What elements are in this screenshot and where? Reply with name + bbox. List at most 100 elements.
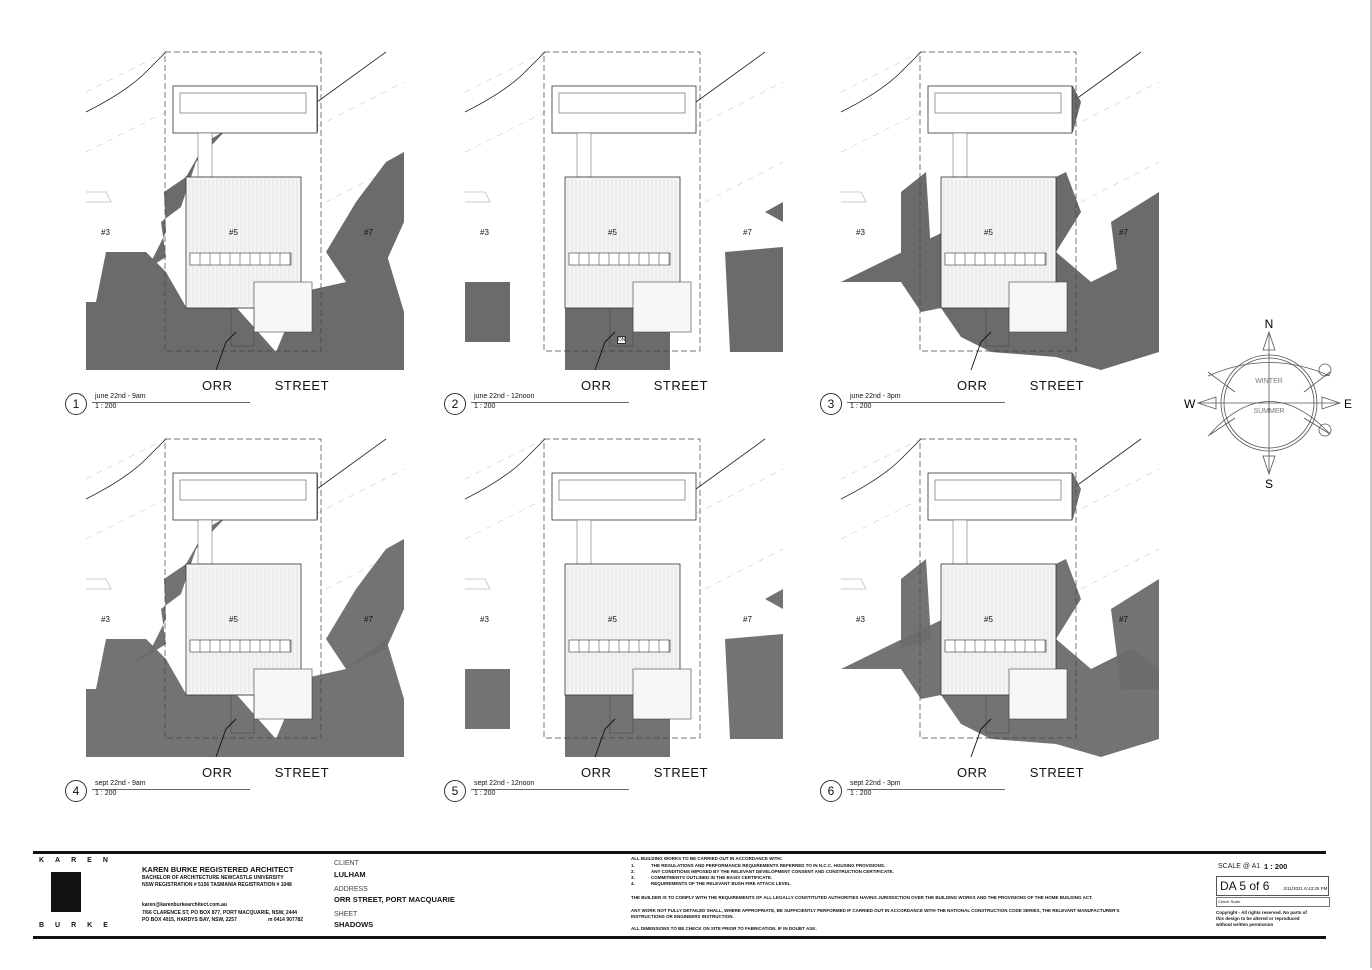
note-text: REQUIREMENTS OF THE RELEVANT BUSH FIRE A…	[651, 881, 791, 886]
entry-stairs	[609, 694, 634, 734]
stairs	[952, 132, 968, 178]
diagram-scale: 1 : 200	[850, 403, 872, 410]
contour-line	[840, 438, 922, 500]
shadow-area	[126, 130, 226, 282]
entry-stairs	[985, 694, 1010, 734]
lot-label-5: #5	[608, 615, 617, 624]
compass-sun-path-diagram: N S E W WINTER SUMMER	[1184, 317, 1352, 491]
shadow-area	[1111, 192, 1159, 302]
diagram-number: 6	[820, 780, 842, 802]
shadow-diagram-1: #3 #5 #7 ORR STREET 1 june 22nd - 9am 1 …	[65, 51, 416, 422]
diagram-caption: sept 22nd - 3pm	[850, 780, 901, 787]
pool	[934, 92, 1062, 114]
any-work-note-2: INSTRUCTIONS OR ENGINEERS INSTRUCTION.	[631, 914, 734, 919]
diagram-caption: sept 22nd - 9am	[95, 780, 146, 787]
title-block: KAREN BURKE KAREN BURKE REGISTERED ARCHI…	[33, 851, 1330, 939]
pool	[558, 479, 686, 501]
copyright-1: Copyright - All rights reserved. No part…	[1216, 910, 1307, 915]
print-date: 2/11/2021 6:43:25 PM	[1283, 886, 1328, 891]
solar-panels	[189, 252, 292, 266]
compass-south-label: S	[1265, 477, 1273, 491]
lot-label-5: #5	[984, 615, 993, 624]
street-label: ORR STREET	[581, 378, 709, 393]
sheet-number: DA 5 of 6	[1220, 879, 1270, 893]
karen-burke-logo	[51, 872, 81, 912]
entry-stairs	[985, 307, 1010, 347]
caption-line	[471, 789, 629, 790]
contour-line	[316, 51, 387, 103]
diagram-number: 2	[444, 393, 466, 415]
note-text: THE REGULATIONS AND PERFORMANCE REQUIREM…	[651, 863, 886, 868]
pool-deck	[927, 85, 1073, 134]
logo-karen: KAREN	[39, 857, 119, 864]
shadow-area	[765, 589, 783, 609]
email: karen@karenburkearchitect.com.au	[142, 902, 227, 908]
site-plan	[840, 51, 1160, 371]
contour-line	[695, 51, 766, 103]
shadow-area	[126, 517, 226, 669]
lot-label-7: #7	[364, 615, 373, 624]
contour-line	[840, 51, 922, 113]
shadow-area	[326, 539, 404, 669]
diagram-scale: 1 : 200	[474, 790, 496, 797]
property-boundary	[164, 438, 322, 739]
diagram-number: 4	[65, 780, 87, 802]
property-boundary	[543, 438, 701, 739]
lot-label-3: #3	[856, 615, 865, 624]
diagram-number: 5	[444, 780, 466, 802]
pool-deck	[172, 472, 318, 521]
lot-label-3: #3	[101, 228, 110, 237]
shadow-diagram-2: #3 #5 #7 DN ORR STREET 2 june 22nd - 12n…	[444, 51, 795, 422]
down-label: DN	[617, 336, 627, 344]
note-number: 2.	[631, 869, 635, 874]
shadow-diagram-3: #3 #5 #7 ORR STREET 3 june 22nd - 3pm 1 …	[820, 51, 1171, 422]
street-label: ORR STREET	[957, 378, 1085, 393]
sheet-number-box: DA 5 of 6 2/11/2021 6:43:25 PM	[1216, 876, 1329, 896]
address-value: ORR STREET, PORT MACQUARIE	[334, 895, 455, 904]
note-text: ANY CONDITIONS IMPOSED BY THE RELEVANT D…	[651, 869, 894, 874]
client-value: LULHAM	[334, 870, 366, 879]
lot-label-7: #7	[1119, 615, 1128, 624]
address-label: ADDRESS	[334, 886, 368, 893]
solar-panels	[944, 639, 1047, 653]
compass-west-label: W	[1184, 397, 1196, 411]
qualification: BACHELOR OF ARCHITECTURE NEWCASTLE UNIVE…	[142, 875, 284, 881]
contour-line	[316, 438, 387, 490]
shadow-area	[326, 152, 404, 282]
sheet-value: SHADOWS	[334, 920, 374, 929]
site-plan	[85, 51, 405, 371]
entry-stairs	[609, 307, 634, 347]
diagram-scale: 1 : 200	[850, 790, 872, 797]
diagram-scale: 1 : 200	[95, 403, 117, 410]
lot-label-7: #7	[364, 228, 373, 237]
shadow-area	[465, 282, 510, 342]
contour-line	[464, 51, 546, 113]
diagram-scale: 1 : 200	[95, 790, 117, 797]
pool-deck	[551, 472, 697, 521]
terrace	[253, 281, 313, 333]
diagram-caption: june 22nd - 3pm	[850, 393, 901, 400]
diagram-caption: june 22nd - 9am	[95, 393, 146, 400]
solar-panels	[944, 252, 1047, 266]
property-boundary	[919, 438, 1077, 739]
site-plan	[464, 438, 784, 758]
lot-label-7: #7	[743, 615, 752, 624]
scale-value: 1 : 200	[1264, 862, 1288, 871]
lot-label-7: #7	[1119, 228, 1128, 237]
builder-note: THE BUILDER IS TO COMPLY WITH THE REQUIR…	[631, 895, 1093, 900]
shadow-area	[86, 639, 404, 757]
entry-stairs	[230, 694, 255, 734]
diagram-number: 1	[65, 393, 87, 415]
pool-deck	[927, 472, 1073, 521]
any-work-note-1: ANY WORK NOT FULLY DETAILED SHALL, WHERE…	[631, 908, 1120, 913]
compass-east-label: E	[1344, 397, 1352, 411]
terrace	[1008, 281, 1068, 333]
address-line-2: PO BOX 4015, HARDYS BAY, NSW, 2257	[142, 917, 237, 923]
shadow-area	[725, 634, 783, 739]
caption-line	[471, 402, 629, 403]
contour-line	[1071, 51, 1142, 103]
caption-line	[847, 789, 1005, 790]
property-boundary	[164, 51, 322, 352]
stairs	[952, 519, 968, 565]
